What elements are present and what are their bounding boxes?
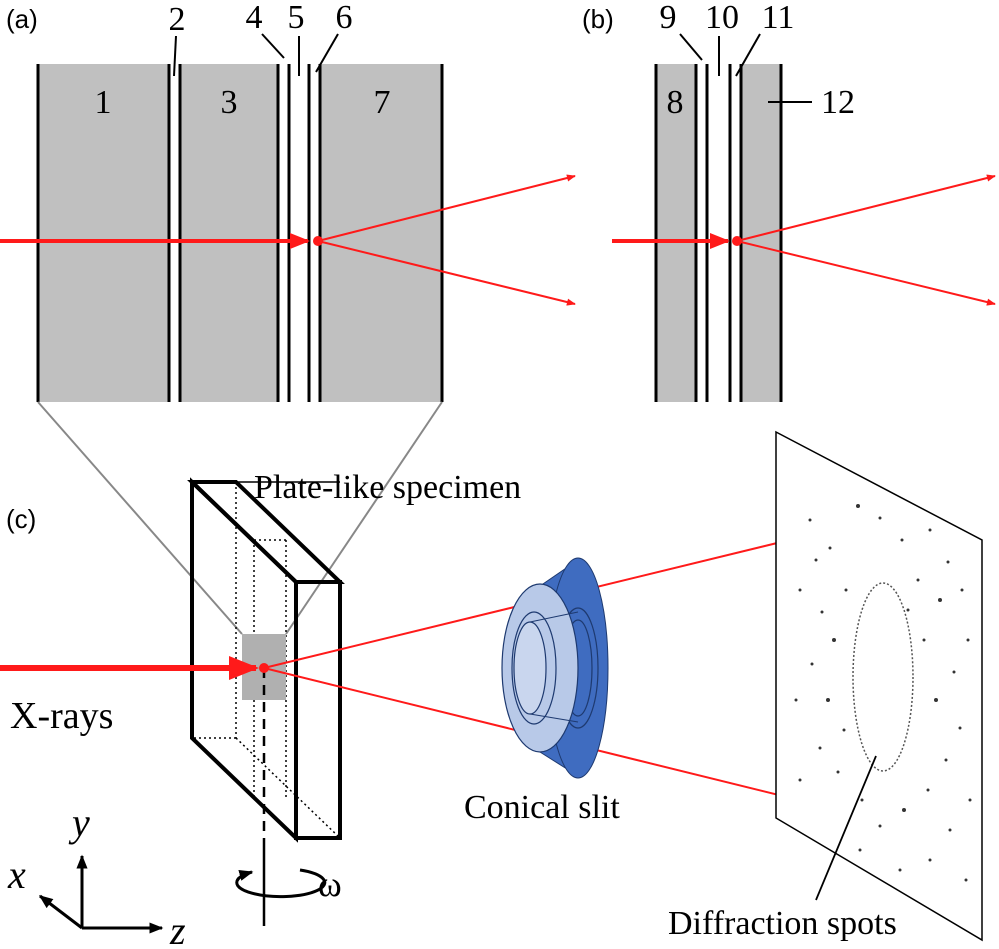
zoom-line-left — [37, 401, 243, 635]
spots-leader — [815, 755, 877, 901]
layer-label-6: 6 — [336, 0, 353, 36]
layer-label-9: 9 — [660, 0, 677, 36]
layer-3 — [180, 64, 278, 402]
detector-screen — [775, 430, 983, 942]
diffraction-spots — [794, 504, 972, 882]
panel-a: (a) 1 2 3 4 5 6 7 — [0, 0, 576, 402]
layer-label-8: 8 — [667, 84, 684, 121]
interface-lines-b — [654, 64, 783, 402]
axis-label-z: z — [169, 908, 186, 949]
layer-leaders-a — [173, 33, 339, 77]
layer-label-4: 4 — [246, 0, 263, 36]
diffracted-beam-b-up — [736, 174, 996, 242]
diffracted-beam-a-up — [317, 174, 576, 242]
axis-label-x: x — [7, 852, 26, 897]
layer-leaders-b — [679, 33, 812, 103]
panel-c-tag: (c) — [6, 504, 36, 534]
specimen-label: Plate-like specimen — [254, 469, 521, 506]
layer-label-1: 1 — [95, 84, 112, 121]
layer-1 — [38, 64, 169, 402]
conical-slit — [501, 557, 609, 779]
rotation-arrow — [235, 868, 327, 899]
layer-label-5: 5 — [288, 0, 305, 36]
diffracted-beam-a-down — [317, 240, 576, 306]
layer-label-7: 7 — [374, 84, 391, 121]
layer-7 — [320, 64, 442, 402]
zoom-line-right — [285, 401, 443, 635]
panel-a-tag: (a) — [6, 4, 38, 34]
layer-label-2: 2 — [169, 1, 186, 38]
panel-b: (b) 8 9 10 11 12 — [582, 0, 996, 402]
panel-c: (c) ω — [0, 430, 983, 949]
layer-8 — [656, 64, 696, 402]
panel-b-tag: (b) — [582, 4, 614, 34]
layer-label-11: 11 — [762, 0, 795, 36]
diffraction-ring — [852, 582, 914, 772]
layer-label-10: 10 — [705, 0, 739, 36]
layer-label-12: 12 — [821, 84, 855, 121]
diffracted-beam-b-down — [736, 240, 996, 306]
spots-label: Diffraction spots — [668, 905, 897, 942]
interface-lines — [36, 64, 444, 402]
layer-label-3: 3 — [221, 84, 238, 121]
xray-label: X-rays — [10, 695, 113, 737]
coordinate-axes — [38, 854, 164, 934]
axis-label-y: y — [68, 800, 90, 845]
omega-label: ω — [318, 864, 342, 904]
layer-12 — [741, 64, 781, 402]
slit-label: Conical slit — [464, 789, 620, 826]
